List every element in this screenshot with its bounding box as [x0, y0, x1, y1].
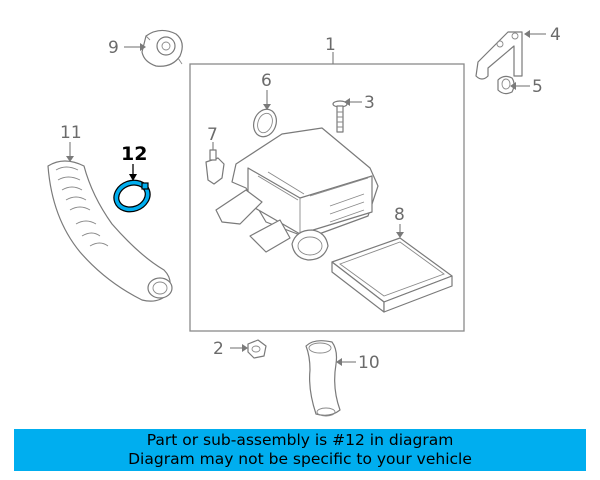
callout-5: 5 [532, 77, 543, 97]
part-12-hose-clamp[interactable] [113, 178, 152, 213]
callout-9: 9 [108, 38, 119, 58]
part-7-sensor[interactable] [205, 149, 225, 185]
callout-7: 7 [207, 125, 218, 145]
callout-2: 2 [213, 339, 224, 359]
callout-11: 11 [60, 123, 82, 143]
part-3-screw[interactable] [332, 100, 348, 133]
part-2-fitting[interactable] [247, 339, 267, 359]
callout-6: 6 [261, 71, 272, 91]
info-banner: Part or sub-assembly is #12 in diagram D… [14, 429, 586, 471]
banner-line-2: Diagram may not be specific to your vehi… [128, 450, 472, 468]
callout-12-highlighted: 12 [121, 143, 147, 165]
callout-10: 10 [358, 353, 380, 373]
callout-3: 3 [364, 93, 375, 113]
banner-line-1: Part or sub-assembly is #12 in diagram [146, 431, 454, 449]
callout-1: 1 [325, 35, 336, 55]
part-1-air-cleaner-housing[interactable] [215, 127, 379, 261]
part-4-bracket[interactable] [475, 31, 523, 80]
assembly-frame [189, 63, 465, 332]
part-10-air-duct[interactable] [305, 340, 341, 417]
part-8-air-filter[interactable] [331, 237, 453, 313]
part-11-intake-hose[interactable] [47, 160, 173, 302]
callout-8: 8 [394, 205, 405, 225]
callout-4: 4 [550, 25, 561, 45]
part-9-mass-airflow-sensor[interactable] [141, 29, 183, 67]
part-6-seal[interactable] [250, 106, 280, 140]
